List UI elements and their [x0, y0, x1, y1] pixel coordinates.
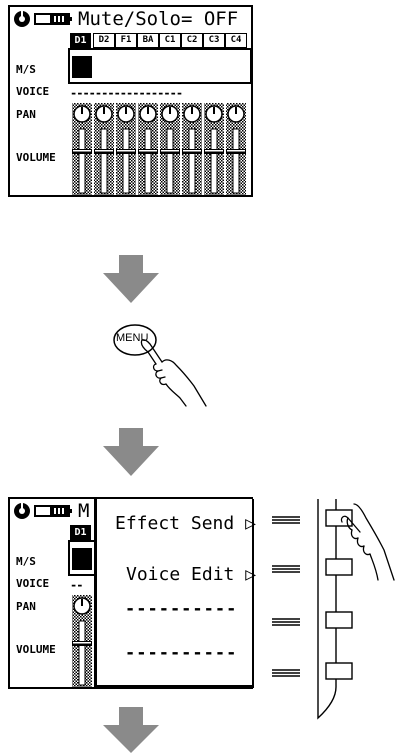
- pointing-hand-icon: [338, 502, 396, 582]
- menu-item-effect-send[interactable]: Effect Send ▷: [115, 513, 256, 534]
- side-button-3[interactable]: [326, 612, 352, 628]
- voice-row-dashes: ------------------: [70, 86, 250, 98]
- channel-strip: [160, 103, 180, 195]
- battery-icon: [34, 12, 72, 26]
- voice-row-dashes: --: [70, 578, 94, 590]
- menu-item-label: Voice Edit: [126, 564, 234, 585]
- label-voice: VOICE: [16, 577, 49, 590]
- channel-strip: [204, 103, 224, 195]
- menu-item-empty-4[interactable]: ----------: [125, 643, 237, 663]
- down-arrow-icon: [103, 255, 159, 303]
- chevron-right-icon: ▷: [245, 513, 256, 534]
- track-header-c4: C4: [225, 33, 247, 48]
- pan-knob-icon: [96, 106, 112, 122]
- track-header-c1: C1: [159, 33, 181, 48]
- pan-knob-icon: [206, 106, 222, 122]
- menu-item-empty-3[interactable]: ----------: [125, 599, 237, 619]
- track-header-f1: F1: [115, 33, 137, 48]
- lcd-screen-menu: M D1 M/S VOICE PAN VOLUME -- Effect Send…: [8, 497, 253, 689]
- label-voice: VOICE: [16, 85, 49, 98]
- pan-knob-icon: [140, 106, 156, 122]
- label-ms: M/S: [16, 555, 36, 568]
- ms-cursor: [72, 56, 92, 78]
- label-volume: VOLUME: [16, 643, 56, 656]
- label-pan: PAN: [16, 600, 36, 613]
- channel-strip: [226, 103, 246, 195]
- down-arrow-icon: [103, 707, 159, 753]
- track-header-d1: D1: [70, 33, 91, 48]
- channel-strip: [116, 103, 136, 195]
- status-text-partial: M: [78, 500, 89, 522]
- channel-strips: [68, 103, 250, 195]
- pan-knob-icon: [184, 106, 200, 122]
- label-ms: M/S: [16, 63, 36, 76]
- pointing-hand-icon: [140, 338, 215, 408]
- chevron-right-icon: ▷: [245, 564, 256, 585]
- channel-strip: [138, 103, 158, 195]
- menu-item-label: Effect Send: [115, 513, 234, 534]
- power-icon: [13, 10, 31, 28]
- battery-icon: [34, 504, 72, 518]
- power-icon: [13, 502, 31, 520]
- menu-item-voice-edit[interactable]: Voice Edit ▷: [126, 564, 256, 585]
- side-button-4[interactable]: [326, 663, 352, 679]
- channel-strip: [94, 103, 114, 195]
- channel-strip: [72, 103, 92, 195]
- label-volume: VOLUME: [16, 151, 56, 164]
- track-header-ba: BA: [137, 33, 159, 48]
- track-header-c2: C2: [181, 33, 203, 48]
- status-text: Mute/Solo= OFF: [78, 8, 238, 30]
- track-header-d1: D1: [70, 525, 91, 540]
- pan-knob-icon: [162, 106, 178, 122]
- track-header-c3: C3: [203, 33, 225, 48]
- pan-knob-icon: [74, 106, 90, 122]
- ms-row-box: [68, 48, 252, 84]
- pan-knob-icon: [228, 106, 244, 122]
- function-menu-panel: Effect Send ▷ Voice Edit ▷ ---------- --…: [94, 499, 254, 688]
- channel-strip: [182, 103, 202, 195]
- lcd-screen-mixer: Mute/Solo= OFF D1 D2 F1 BA C1 C2 C3 C4 M…: [8, 5, 253, 197]
- label-pan: PAN: [16, 108, 36, 121]
- down-arrow-icon: [103, 428, 159, 476]
- track-header-d2: D2: [93, 33, 115, 48]
- pan-knob-icon: [118, 106, 134, 122]
